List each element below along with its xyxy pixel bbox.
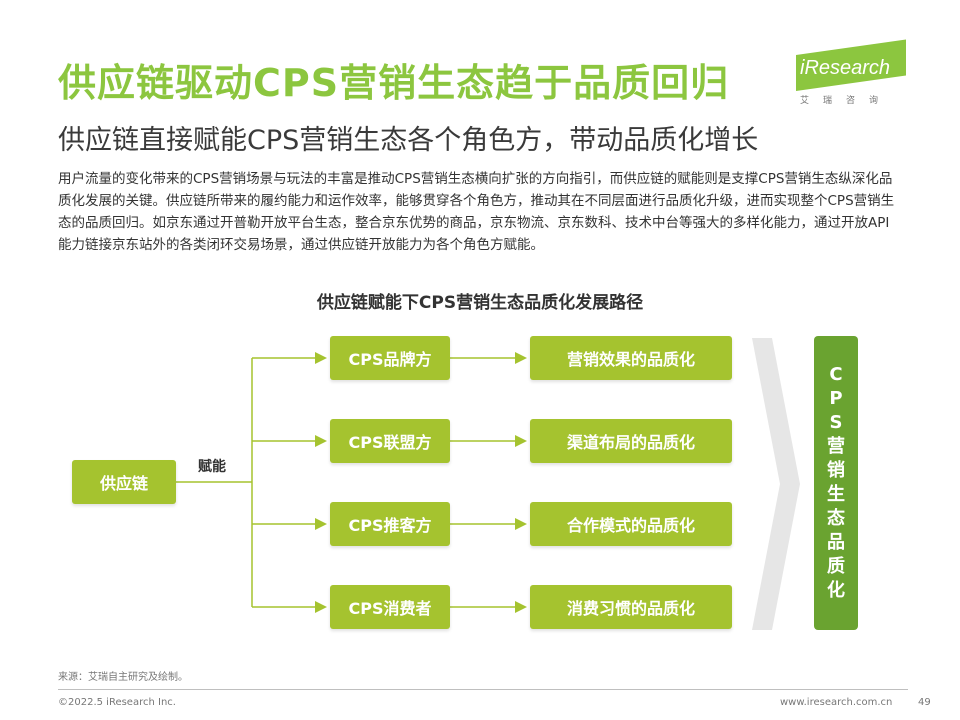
big-arrow-shape xyxy=(752,338,800,630)
body-paragraph: 用户流量的变化带来的CPS营销场景与玩法的丰富是推动CPS营销生态横向扩张的方向… xyxy=(58,171,895,253)
role-node-promoter: CPS推客方 xyxy=(330,502,450,546)
footer-divider xyxy=(58,689,908,690)
logo-text: iResearch xyxy=(800,57,891,79)
role-node-brand: CPS品牌方 xyxy=(330,336,450,380)
quality-node-marketing: 营销效果的品质化 xyxy=(530,336,732,380)
role-node-alliance: CPS联盟方 xyxy=(330,419,450,463)
logo-cn-text: 艾瑞咨询 xyxy=(800,96,893,106)
quality-node-consumption: 消费习惯的品质化 xyxy=(530,585,732,629)
copyright-text: ©2022.5 iResearch Inc. xyxy=(58,697,176,708)
source-note: 来源：艾瑞自主研究及绘制。 xyxy=(58,672,188,683)
quality-node-channel: 渠道布局的品质化 xyxy=(530,419,732,463)
role-node-consumer: CPS消费者 xyxy=(330,585,450,629)
page-number: 49 xyxy=(918,697,931,708)
diagram-title: 供应链赋能下CPS营销生态品质化发展路径 xyxy=(316,293,644,313)
page-title: 供应链驱动CPS营销生态趋于品质回归 xyxy=(58,61,730,105)
page-subtitle: 供应链直接赋能CPS营销生态各个角色方，带动品质化增长 xyxy=(58,125,759,156)
iresearch-logo: iResearch 艾瑞咨询 xyxy=(796,39,906,106)
enable-label: 赋能 xyxy=(198,459,226,475)
supply-chain-node: 供应链 xyxy=(72,460,176,504)
website-text: www.iresearch.com.cn xyxy=(780,697,893,708)
quality-node-cooperation: 合作模式的品质化 xyxy=(530,502,732,546)
